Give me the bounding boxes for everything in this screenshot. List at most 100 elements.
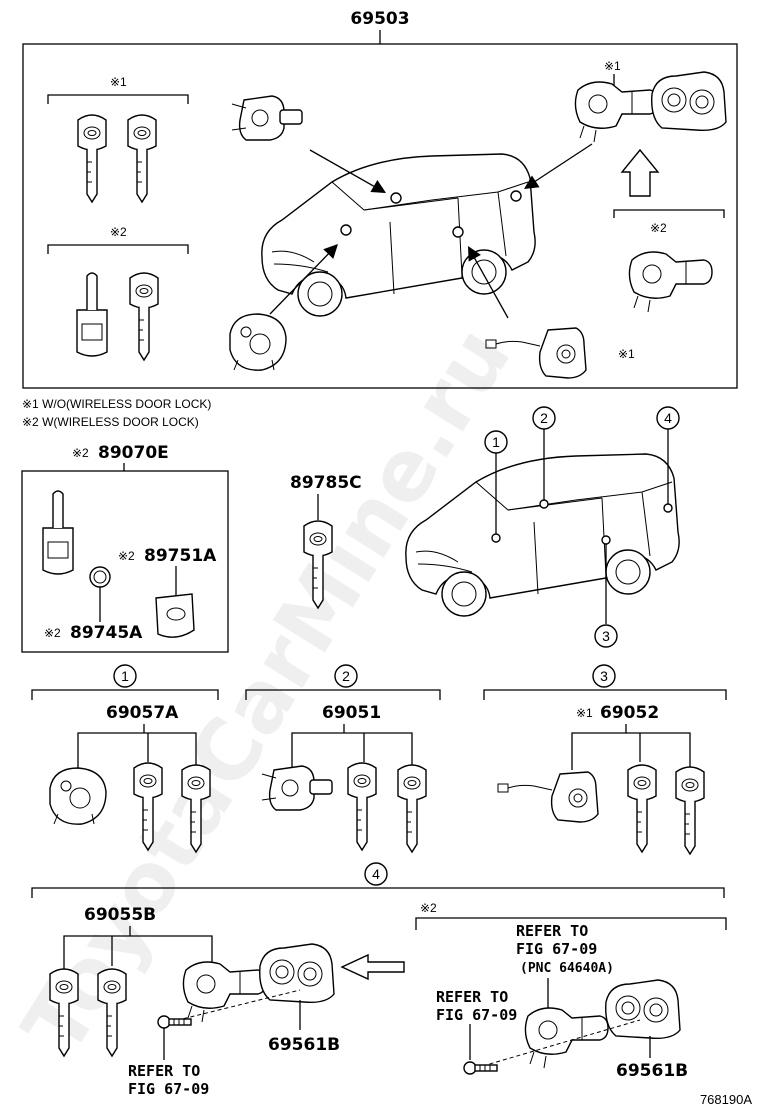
fig-ref-label: FIG 67-09 <box>128 1080 209 1098</box>
part-number-89745A: 89745A <box>70 623 143 643</box>
key-icon <box>675 766 705 855</box>
bracket-section-2 <box>245 689 441 700</box>
point-marker <box>601 535 611 545</box>
bracket-section-4 <box>31 887 725 898</box>
callout-1: 1 <box>484 430 508 454</box>
bracket <box>415 917 727 930</box>
key-icon <box>127 114 157 203</box>
arrow-icon <box>269 239 344 315</box>
part-number-89785C: 89785C <box>290 473 362 493</box>
callout-3: 3 <box>594 624 618 648</box>
mark-1-keys: ※1 <box>110 75 127 89</box>
point-marker <box>539 499 549 509</box>
point-marker <box>491 533 501 543</box>
mark-1-cylinder: ※1 <box>604 59 621 73</box>
key-icon <box>77 114 107 203</box>
lock-housing-icon <box>605 979 681 1040</box>
point-marker <box>452 226 464 238</box>
part-number-69561B: 69561B <box>268 1035 340 1055</box>
bracket-keys-1 <box>47 94 189 104</box>
pnc-label: (PNC 64640A) <box>520 961 614 976</box>
svg-text:1: 1 <box>492 434 500 450</box>
note-w-wireless: ※2 W(WIRELESS DOOR LOCK) <box>22 415 199 429</box>
part-number-69057A: 69057A <box>106 703 179 723</box>
part-number-69561B: 69561B <box>616 1061 688 1081</box>
key-fob-icon <box>42 490 74 575</box>
bracket-section-1 <box>31 689 219 700</box>
arrow-icon <box>461 242 509 319</box>
key-icon <box>347 762 377 851</box>
diagram-id: 768190A <box>700 1092 752 1107</box>
bracket-keys-2 <box>47 244 189 254</box>
callout-3: 3 <box>592 664 616 688</box>
callout-2: 2 <box>532 406 556 430</box>
point-marker <box>510 190 522 202</box>
part-number-89070E: 89070E <box>98 443 169 463</box>
car-illustration <box>261 153 536 317</box>
leader-tree <box>63 926 213 970</box>
note-wo-wireless: ※1 W/O(WIRELESS DOOR LOCK) <box>22 397 211 411</box>
fig-ref-label: FIG 67-09 <box>436 1006 517 1024</box>
svg-text:3: 3 <box>602 628 610 644</box>
dashed-leader <box>169 989 301 1023</box>
point-marker <box>340 224 352 236</box>
bracket-section-3 <box>483 689 727 700</box>
point-marker <box>390 192 402 204</box>
refer-to-label: REFER TO <box>436 988 508 1006</box>
mark-2-section4: ※2 <box>420 901 437 915</box>
bracket <box>613 209 725 218</box>
part-number-69051: 69051 <box>322 703 381 723</box>
svg-text:4: 4 <box>664 410 672 426</box>
arrow-up-icon <box>620 148 660 197</box>
part-number-69503: 69503 <box>350 9 409 29</box>
key-cover-icon <box>155 593 195 638</box>
callout-2: 2 <box>334 664 358 688</box>
mark-1-door-lock: ※1 <box>618 347 635 361</box>
lock-housing-icon <box>651 71 727 132</box>
refer-to-label: REFER TO <box>128 1062 200 1080</box>
key-fob-icon <box>76 272 108 357</box>
mark-2-cylinder: ※2 <box>650 221 667 235</box>
back-door-cylinder-icon <box>574 81 659 143</box>
back-door-cylinder-icon <box>628 251 713 313</box>
callout-4: 4 <box>656 406 680 430</box>
mark-2-keys: ※2 <box>110 225 127 239</box>
battery-icon <box>93 570 107 584</box>
refer-to-label: REFER TO <box>516 922 588 940</box>
arrow-left-icon <box>340 953 405 981</box>
key-icon <box>627 764 657 853</box>
fig-ref-label: FIG 67-09 <box>516 940 597 958</box>
leader-tree <box>571 724 691 770</box>
lock-housing-icon <box>259 943 335 1004</box>
svg-text:1: 1 <box>121 668 129 684</box>
assembly-box-69503 <box>22 43 738 389</box>
mark-2-89751A: ※2 <box>118 549 135 563</box>
callout-1: 1 <box>113 664 137 688</box>
svg-text:2: 2 <box>342 668 350 684</box>
key-icon <box>129 272 159 361</box>
mark-1-69052: ※1 <box>576 706 593 720</box>
mark-2-89070E: ※2 <box>72 446 89 460</box>
emblem-icon <box>166 607 186 621</box>
svg-text:2: 2 <box>540 410 548 426</box>
leader-tree <box>77 724 197 774</box>
point-marker <box>663 503 673 513</box>
back-door-cylinder-icon <box>182 961 267 1023</box>
battery-icon <box>89 566 111 588</box>
part-number-69055B: 69055B <box>84 905 156 925</box>
ignition-switch-icon <box>229 313 287 371</box>
door-cylinder-icon <box>231 95 303 141</box>
leader-tree <box>291 724 413 770</box>
ignition-switch-icon <box>49 767 107 825</box>
arrow-icon <box>520 143 593 195</box>
svg-text:4: 4 <box>372 866 380 882</box>
assembly-box-89070E <box>21 470 229 653</box>
arrow-icon <box>309 149 390 200</box>
back-door-cylinder-icon <box>524 1007 609 1069</box>
mark-2-89745A: ※2 <box>44 626 61 640</box>
dashed-leader <box>475 1019 641 1069</box>
door-lock-icon <box>497 771 599 823</box>
callout-4: 4 <box>364 862 388 886</box>
part-number-69052: 69052 <box>600 703 659 723</box>
